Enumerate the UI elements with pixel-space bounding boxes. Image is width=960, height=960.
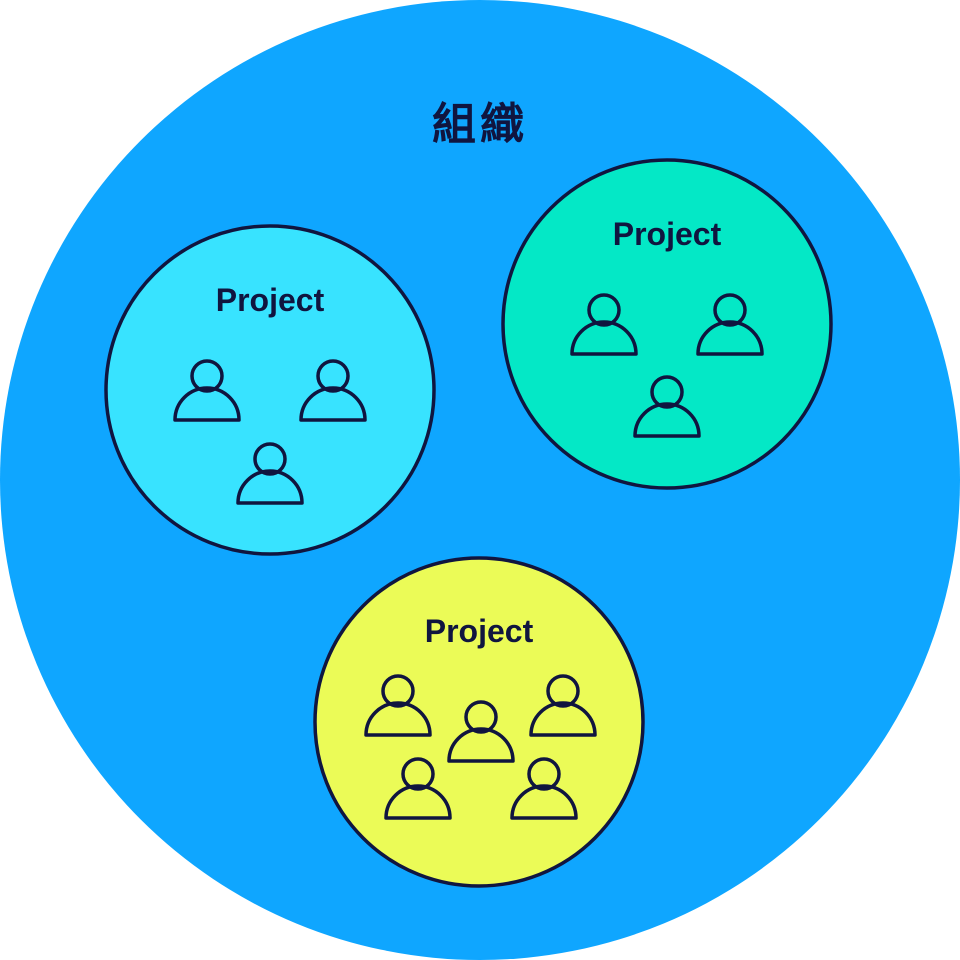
project-group-2: Project xyxy=(501,158,833,490)
person-icon xyxy=(364,674,432,737)
person-icon xyxy=(529,674,597,737)
person-icon xyxy=(299,359,367,422)
project-label-3: Project xyxy=(425,613,534,649)
person-icon xyxy=(384,757,452,820)
organization-label: 組織 xyxy=(432,99,528,150)
person-icon xyxy=(173,359,241,422)
project-circle-1 xyxy=(104,224,436,556)
project-label-2: Project xyxy=(613,216,722,252)
person-icon xyxy=(696,293,764,356)
person-icon xyxy=(236,442,304,505)
project-1-members xyxy=(173,359,367,505)
person-icon xyxy=(633,375,701,438)
project-3-members xyxy=(364,674,597,820)
project-group-1: Project xyxy=(104,224,436,556)
project-label-1: Project xyxy=(216,282,325,318)
project-2-members xyxy=(570,293,764,438)
person-icon xyxy=(510,757,578,820)
person-icon xyxy=(447,700,515,763)
person-icon xyxy=(570,293,638,356)
project-circle-2 xyxy=(501,158,833,490)
project-circle-3 xyxy=(313,556,645,888)
project-group-3: Project xyxy=(313,556,645,888)
